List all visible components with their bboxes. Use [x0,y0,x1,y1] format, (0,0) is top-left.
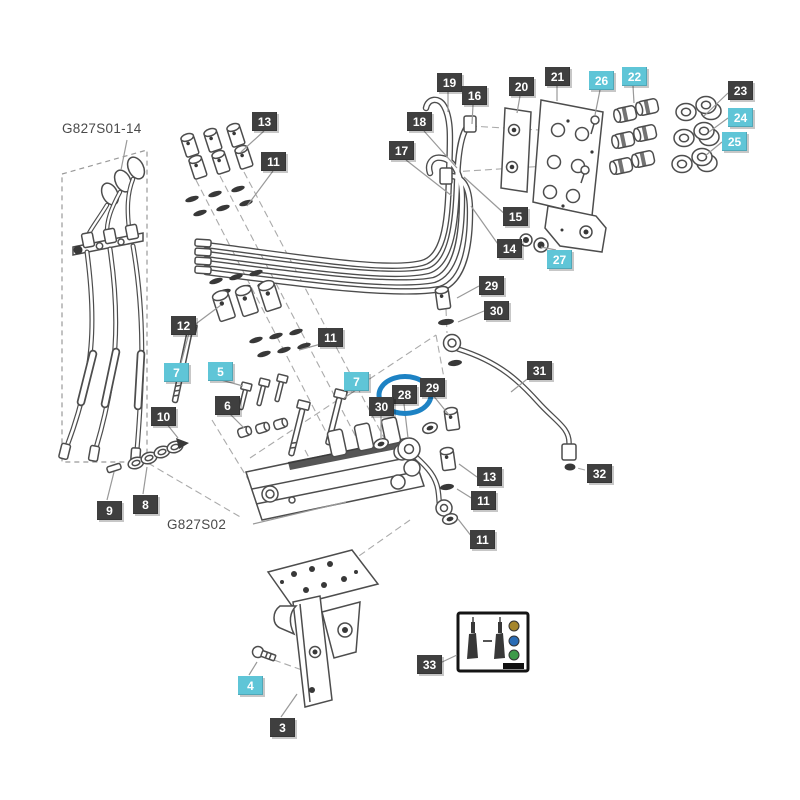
assembly-code-upper: G827S01-14 [62,121,142,136]
chain-links-8 [106,438,189,474]
leader-lines [106,85,729,718]
seal-rings-23-25 [671,95,722,174]
kit-dot-gold [508,620,520,632]
top-seals-11 [184,184,254,218]
lower-hose-28 [371,405,461,527]
kit-dot-blue [508,635,520,647]
legend-kit-box-33 [456,611,530,673]
hydraulic-tubes [194,96,477,295]
low-seals [248,327,312,359]
mounting-bolts [167,322,349,458]
assembly-code-lower: G827S02 [167,517,227,532]
mounting-plates [500,99,607,253]
kit-dot-green [508,649,520,661]
upper-hose-31 [434,284,577,471]
guide-dash-lines [147,125,547,671]
control-levers [58,149,148,464]
quick-couplers-22 [607,97,660,177]
fittings-12 [210,278,283,323]
valve-block [245,416,425,521]
mounting-bracket-3 [251,549,380,708]
